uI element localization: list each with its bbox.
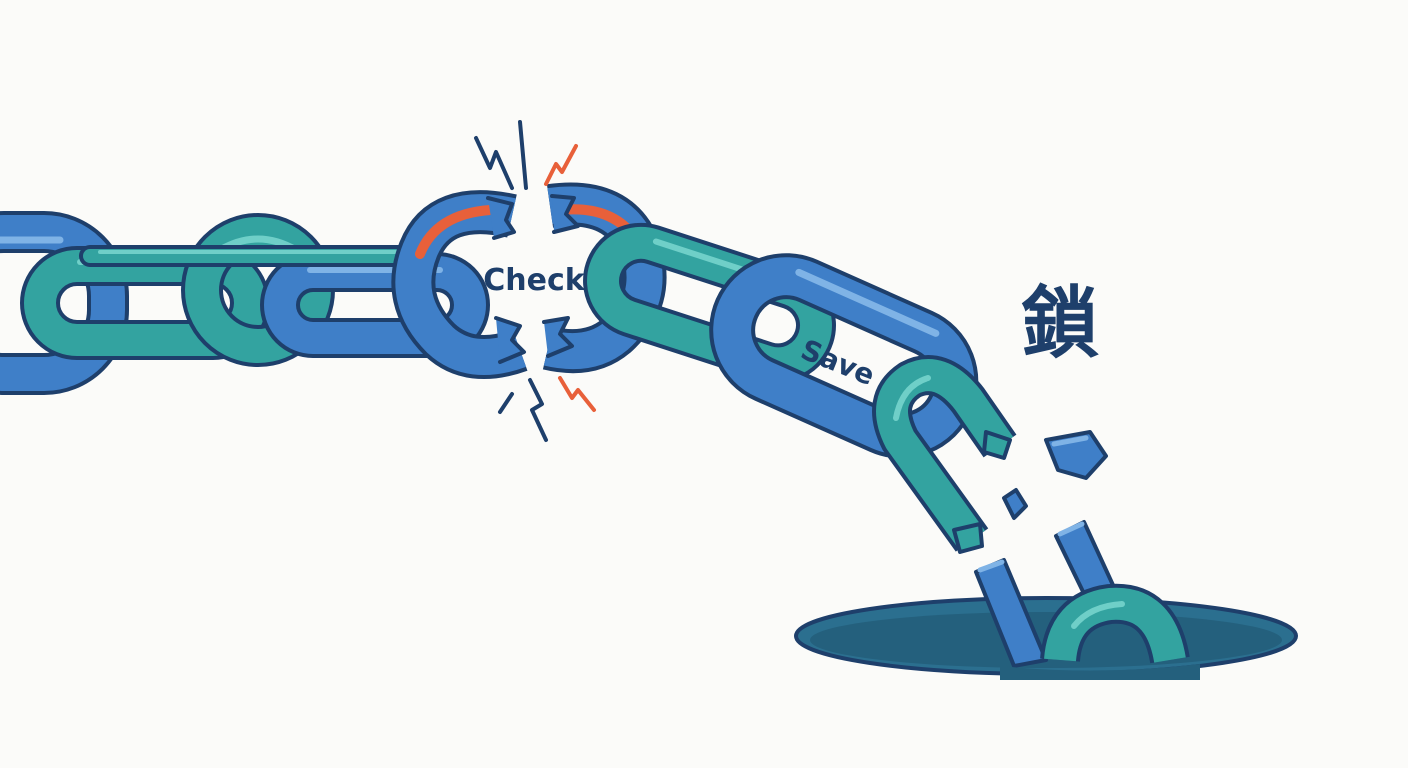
- broken-link-teal-dangling: [872, 355, 1017, 554]
- broken-link-check-left-half: [391, 190, 528, 380]
- falling-fragments: [1002, 430, 1108, 520]
- sinking-chain-pieces: [974, 520, 1200, 680]
- check-label: Check: [483, 263, 586, 298]
- chain-link-teal-middle: [583, 222, 836, 384]
- chain-link-2-top-bar: [79, 245, 431, 267]
- lightning-spark-icon: [474, 120, 596, 442]
- chain-link-1: [0, 211, 129, 395]
- chain-kanji: 鎖: [1021, 279, 1099, 369]
